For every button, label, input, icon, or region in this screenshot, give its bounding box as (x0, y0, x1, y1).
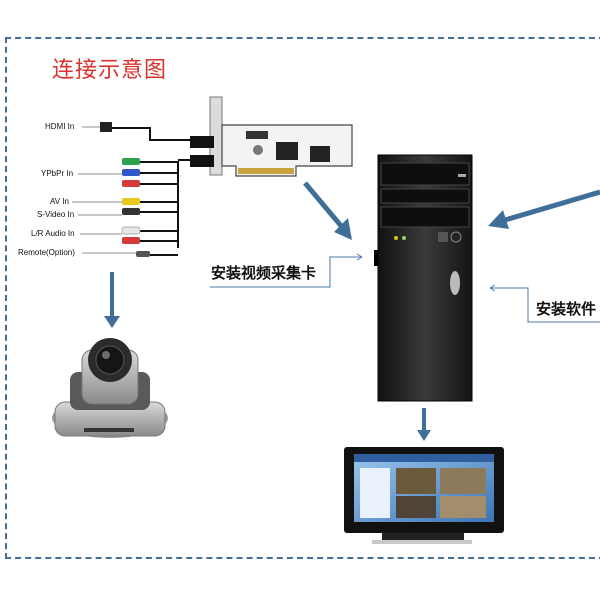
port-label-ypbpr: YPbPr In (41, 169, 74, 178)
ptz-camera-image (52, 338, 168, 438)
connection-arrows (104, 181, 600, 441)
callout-lines (210, 253, 600, 323)
diagram-frame (5, 37, 600, 559)
port-label-svideo: S-Video In (37, 210, 75, 219)
port-label-hdmi: HDMI In (45, 122, 75, 131)
callout-install-card: 安装视频采集卡 (211, 264, 317, 282)
connectors (100, 122, 150, 257)
callout-install-software: 安装软件 (536, 300, 597, 318)
port-label-remote: Remote(Option) (18, 248, 75, 257)
port-label-av: AV In (50, 197, 69, 206)
port-pointer-lines (72, 126, 136, 254)
diagram-title: 连接示意图 (52, 58, 168, 83)
cable-lines (110, 127, 192, 256)
monitor-image (344, 447, 504, 544)
pc-tower-image (374, 154, 473, 402)
capture-card-image (190, 96, 353, 177)
port-label-lr-audio: L/R Audio In (31, 229, 75, 238)
